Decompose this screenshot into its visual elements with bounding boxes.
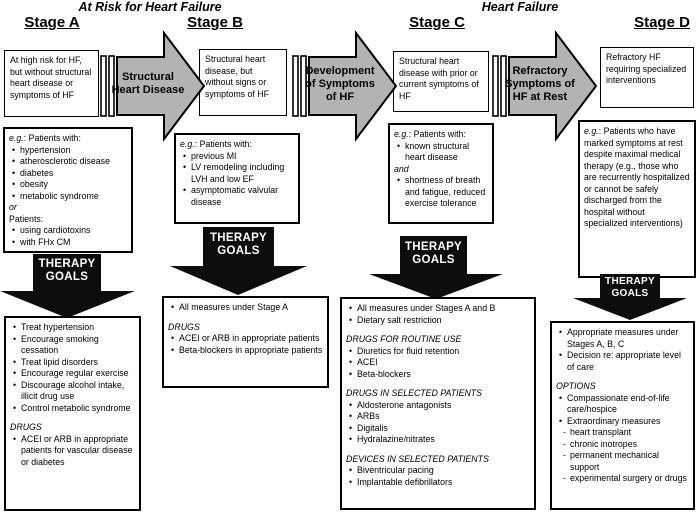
text-line: Encourage regular exercise [10, 368, 135, 380]
transition-arrow-a-to-b [100, 30, 206, 142]
text-line: permanent mechanical support [556, 450, 689, 473]
text-line [556, 373, 689, 381]
text-line: e.g.: Patients with: [9, 133, 81, 143]
therapy-goals-arrow-b [170, 227, 307, 295]
stage-c-therapy-box: All measures under Stages A and BDietary… [340, 297, 536, 510]
text-line: ACEI or ARB in appropriate patients for … [10, 434, 135, 469]
stage-a-examples-box: e.g.: Patients with: hypertensionatherosc… [3, 127, 133, 253]
text-line: Control metabolic syndrome [10, 403, 135, 415]
text-line: Beta-blockers [346, 369, 530, 381]
text-line: Appropriate measures under Stages A, B, … [556, 327, 689, 350]
text-line: Encourage smoking cessation [10, 334, 135, 357]
text-line: DEVICES IN SELECTED PATIENTS [346, 453, 489, 464]
stage-b-heading: Stage B [187, 14, 243, 31]
text-line: OPTIONS [556, 381, 596, 391]
text-line: Treat lipid disorders [10, 357, 135, 369]
stage-a-heading: Stage A [24, 14, 80, 31]
text-line: obesity [9, 179, 127, 191]
text-line: Aldosterone antagonists [346, 400, 530, 412]
text-line: experimental surgery or drugs [556, 473, 689, 485]
transition-a-b-label: Structural Heart Disease [111, 71, 185, 96]
text-line: Beta-blockers in appropriate patients [168, 345, 323, 357]
text-line: hypertension [9, 145, 127, 157]
stage-d-therapy-box: Appropriate measures under Stages A, B, … [550, 321, 695, 510]
stage-b-therapy-box: All measures under Stage A DRUGSACEI or A… [162, 296, 329, 388]
text-line: All measures under Stages A and B [346, 303, 530, 315]
therapy-goals-arrow-d [573, 274, 687, 320]
therapy-goals-label-d: THERAPY GOALS [605, 276, 655, 299]
therapy-goals-arrow-c [369, 236, 503, 299]
text-line: DRUGS FOR ROUTINE USE [346, 334, 462, 344]
stage-b-examples-box: e.g.: Patients with: previous MILV remode… [174, 133, 300, 224]
text-line: All measures under Stage A [168, 302, 323, 314]
transition-b-c-label: Development of Symptoms of HF [305, 64, 375, 103]
text-line: DRUGS [10, 422, 42, 432]
stage-d-examples-box: e.g.: Patients who have marked symptoms … [578, 120, 696, 278]
text-line: e.g.: Patients with: [180, 139, 252, 149]
stage-d-description-box: Refractory HF requiring specialized inte… [600, 47, 694, 108]
group-title-heart-failure: Heart Failure [481, 0, 559, 14]
text-line: using cardiotoxins [9, 225, 127, 237]
stage-c-description-box: Structural heart disease with prior or c… [393, 51, 489, 112]
text-line: Digitalis [346, 423, 530, 435]
stage-a-therapy-box: Treat hypertensionEncourage smoking cess… [4, 316, 141, 511]
text-line: Extraordinary measures [556, 416, 689, 428]
group-title-at-risk: At Risk for Heart Failure [78, 0, 222, 14]
text-line: chronic inotropes [556, 439, 689, 451]
stage-c-heading: Stage C [409, 14, 465, 31]
text-line: Compassionate end-of-life care/hospice [556, 393, 689, 416]
text-line: Diuretics for fluid retention [346, 346, 530, 358]
text-line: heart transplant [556, 427, 689, 439]
stage-b-description-box: Structural heart disease, but without si… [199, 49, 287, 116]
text-line [346, 446, 530, 454]
transition-arrow-b-to-c [292, 30, 398, 142]
text-line: Hydralazine/nitrates [346, 434, 530, 446]
therapy-goals-arrow-a [0, 254, 135, 318]
stage-c-examples-box: e.g.: Patients with: known structural hea… [388, 123, 494, 224]
text-line: metabolic syndrome [9, 191, 127, 203]
text-line: e.g.: Patients who have marked symptoms … [584, 126, 690, 228]
stage-d-heading: Stage D [634, 14, 690, 31]
text-line: Implantable defibrillators [346, 477, 530, 489]
text-line [168, 314, 323, 322]
text-line: Decision re: appropriate level of care [556, 350, 689, 373]
stage-a-description-box: At high risk for HF, but without structu… [4, 50, 99, 117]
text-line: ARBs [346, 411, 530, 423]
text-line: DRUGS IN SELECTED PATIENTS [346, 388, 483, 398]
text-line: Patients: [9, 213, 44, 224]
therapy-goals-label-a: THERAPY GOALS [38, 258, 96, 283]
text-line [10, 414, 135, 422]
therapy-goals-label-c: THERAPY GOALS [404, 241, 463, 266]
text-line [346, 326, 530, 334]
text-line: ACEI [346, 357, 530, 369]
transition-c-d-label: Refractory Symptoms of HF at Rest [505, 64, 575, 103]
text-line: or [9, 202, 17, 212]
text-line: LV remodeling including LVH and low EF [180, 162, 294, 185]
therapy-goals-label-b: THERAPY GOALS [209, 232, 268, 257]
text-line: with FHx CM [9, 237, 127, 249]
text-line: Discourage alcohol intake, illicit drug … [10, 380, 135, 403]
text-line: e.g.: Patients with: [394, 129, 466, 139]
text-line: DRUGS [168, 321, 200, 332]
text-line: diabetes [9, 168, 127, 180]
text-line: known structural heart disease [394, 141, 488, 164]
text-line: ACEI or ARB in appropriate patients [168, 333, 323, 345]
text-line: Dietary salt restriction [346, 315, 530, 327]
text-line: Treat hypertension [10, 322, 135, 334]
text-line: previous MI [180, 151, 294, 163]
transition-arrow-c-to-d [492, 30, 598, 142]
text-line: asymptomatic valvular disease [180, 185, 294, 208]
text-line: and [394, 163, 409, 174]
text-line: shortness of breath and fatigue, reduced… [394, 175, 488, 210]
text-line: atherosclerotic disease [9, 156, 127, 168]
text-line [346, 380, 530, 388]
text-line: Biventricular pacing [346, 465, 530, 477]
